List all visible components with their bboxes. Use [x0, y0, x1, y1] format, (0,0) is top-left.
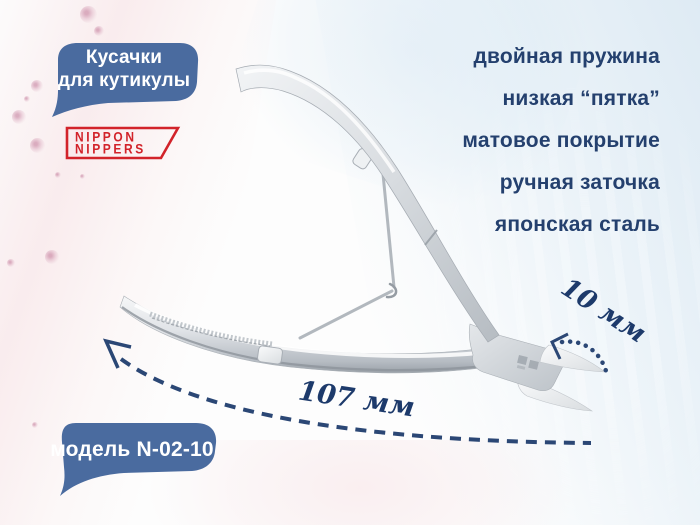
feature-item: низкая “пятка” [502, 87, 660, 110]
handle-latch [257, 345, 283, 365]
logo-line1: NIPPON [75, 128, 137, 146]
badge-title-line2: для кутикулы [57, 70, 191, 91]
blade-length-arrow [550, 332, 609, 374]
brand-stamp [516, 355, 539, 370]
double-spring-wire [298, 172, 398, 340]
model-label: модель N-02-10 [50, 438, 214, 461]
arrowhead-icon [550, 332, 569, 360]
upper-handle [235, 64, 500, 343]
cuticle-nippers-badge: Кусачки для кутикулы [48, 38, 208, 123]
lower-handle [119, 295, 497, 374]
nippon-nippers-logo: NIPPON NIPPERS [64, 125, 188, 165]
model-badge: модель N-02-10 [36, 420, 236, 510]
arrowhead-icon [102, 338, 132, 369]
badge-bubble-shape [52, 43, 199, 117]
badge-bubble-shape [60, 423, 217, 496]
total-length-arrow [102, 338, 592, 445]
feature-list: двойная пружина низкая “пятка” матовое п… [462, 44, 660, 254]
badge-title-line1: Кусачки [85, 47, 163, 68]
logo-line2: NIPPERS [75, 140, 146, 158]
logo-border [65, 126, 181, 160]
feature-item: ручная заточка [499, 171, 660, 194]
feature-item: японская сталь [494, 213, 660, 236]
feature-item: матовое покрытие [462, 129, 660, 152]
feature-item: двойная пружина [473, 45, 660, 68]
